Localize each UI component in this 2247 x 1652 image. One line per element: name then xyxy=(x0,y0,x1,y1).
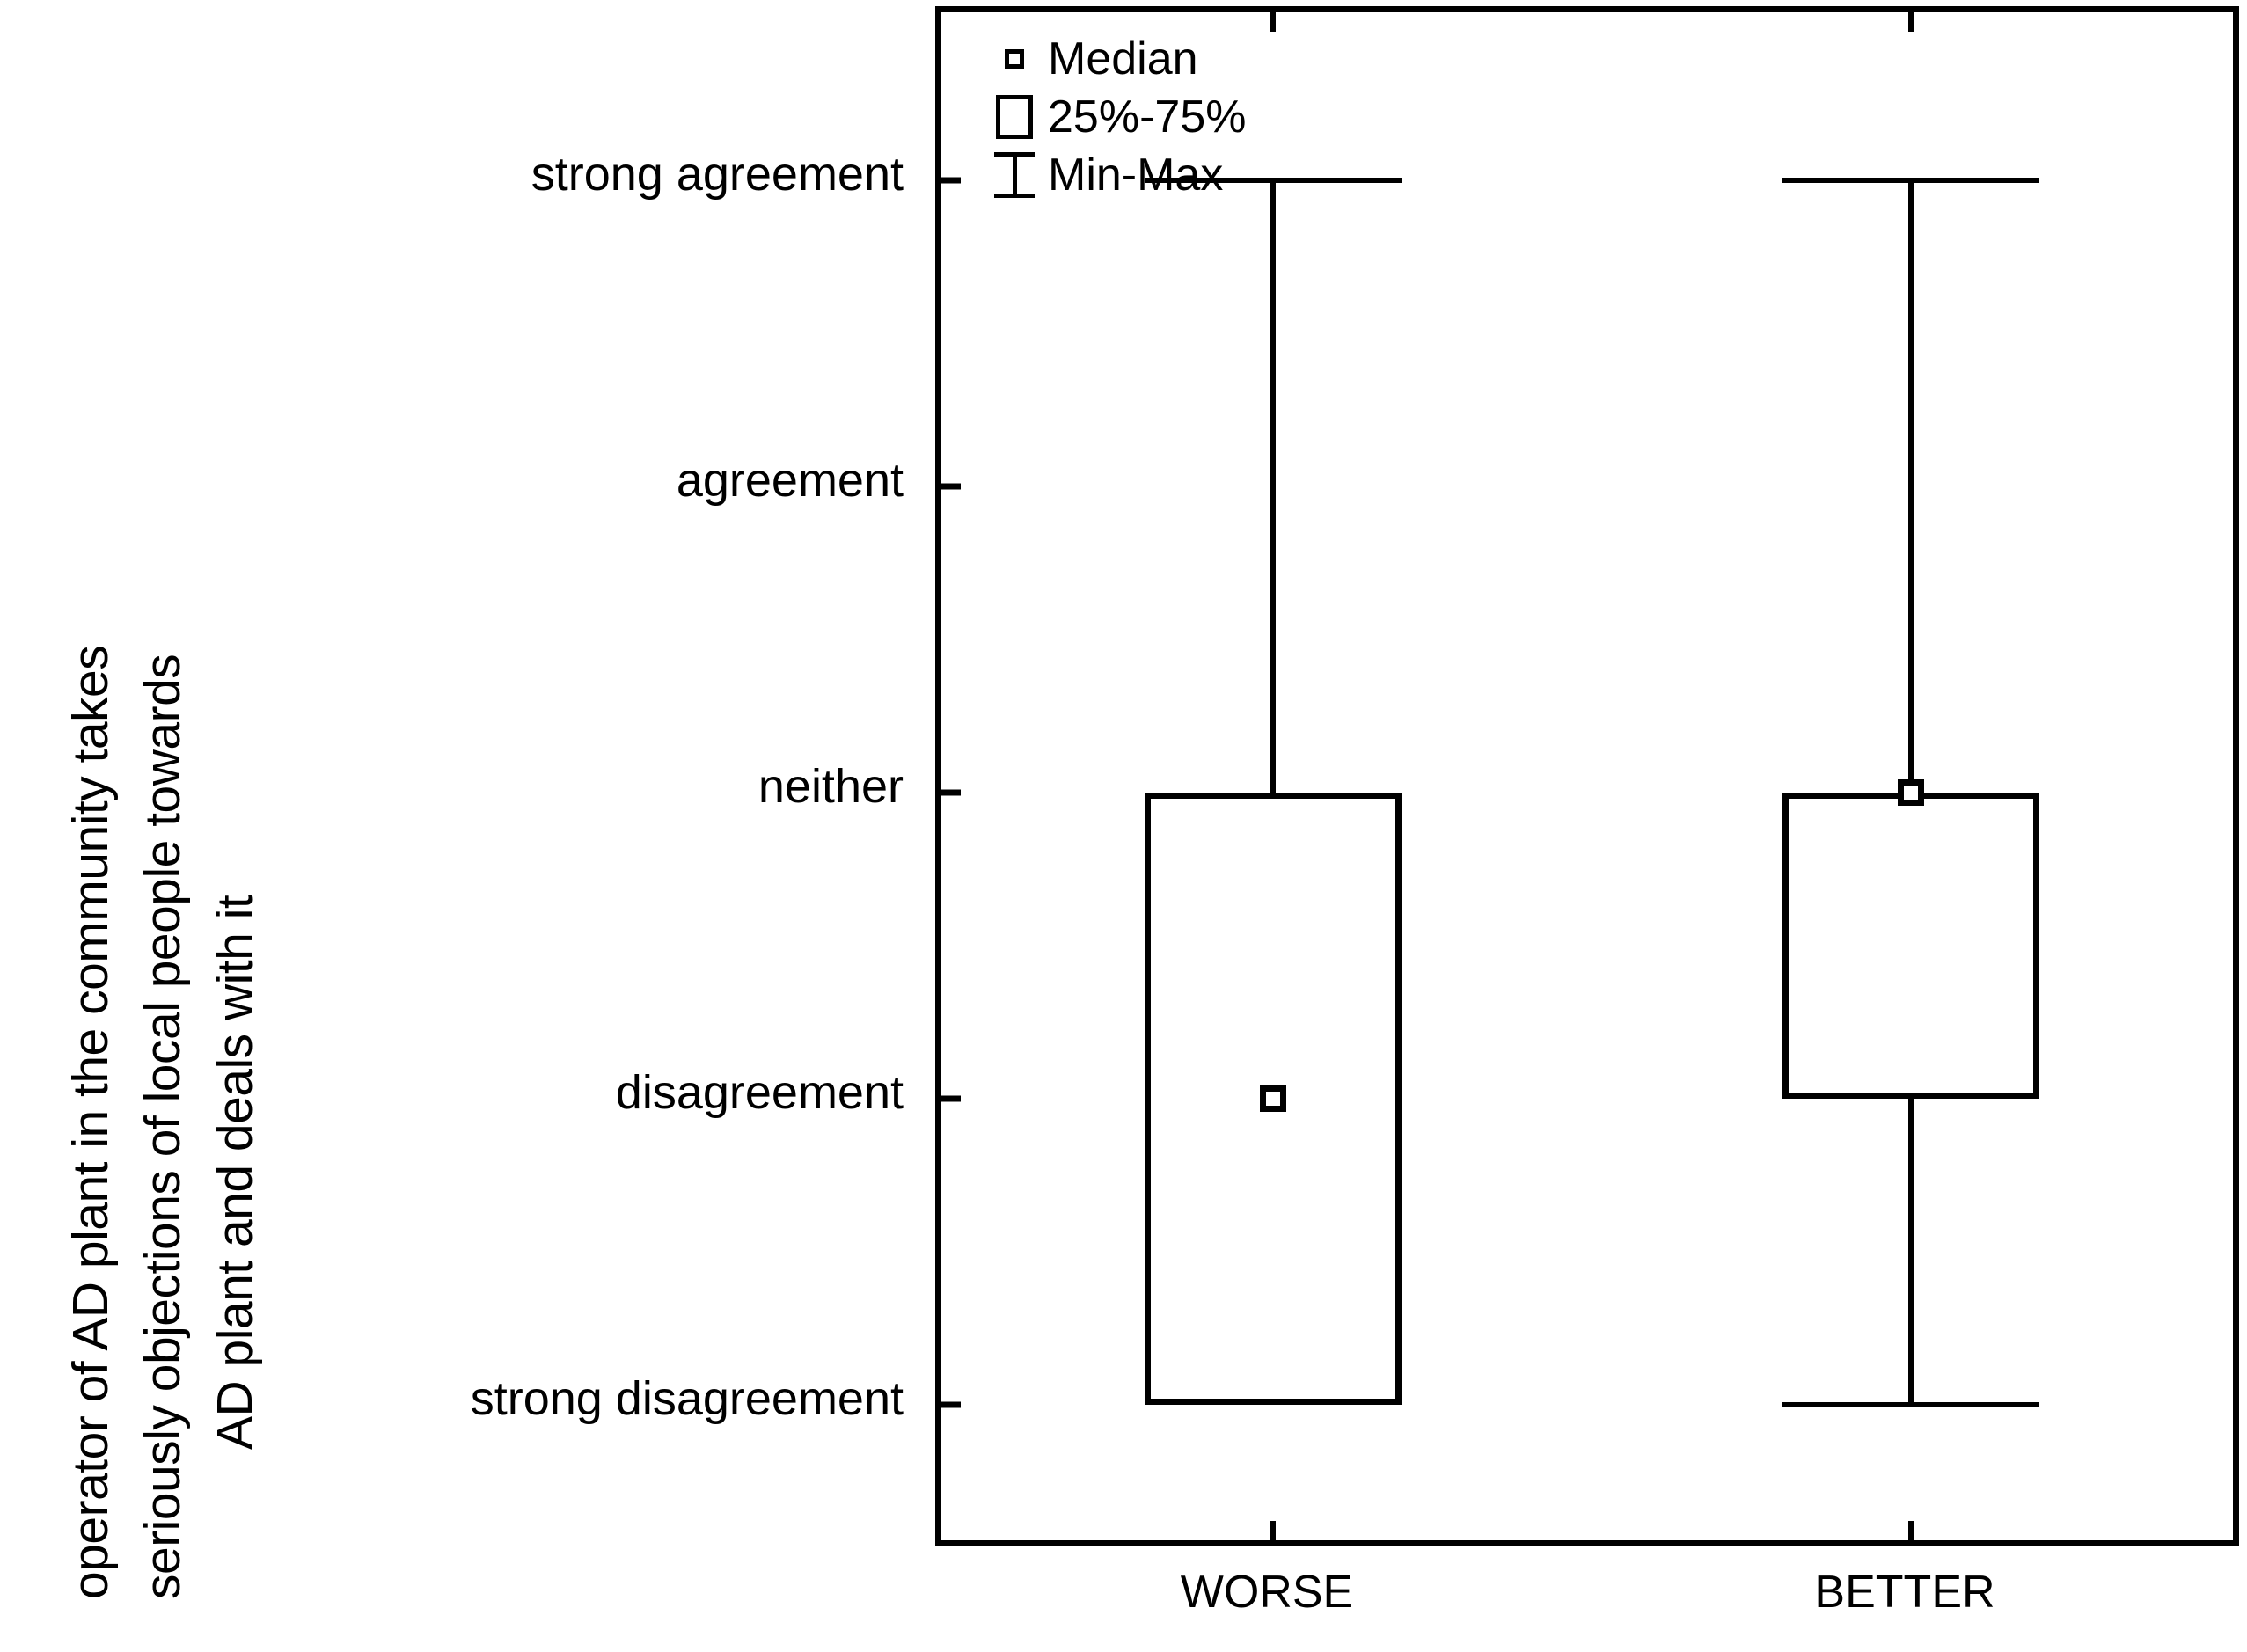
boxplot-better-min-cap xyxy=(1782,1402,2039,1407)
x-tick-mark-top-worse xyxy=(1270,12,1276,32)
y-tick-label-agreement: agreement xyxy=(676,454,904,507)
x-tick-mark-top-better xyxy=(1908,12,1914,32)
legend-iqr-box-icon xyxy=(981,95,1048,139)
y-axis-title-line-3: AD plant and deals with it xyxy=(207,895,263,1450)
legend-label-minmax: Min-Max xyxy=(1048,150,1224,201)
x-tick-label-worse: WORSE xyxy=(1180,1567,1354,1618)
x-tick-mark-bottom-worse xyxy=(1270,1521,1276,1540)
y-tick-label-strong-agreement: strong agreement xyxy=(531,148,904,201)
plot-area: Median 25%-75% Min-Max xyxy=(935,6,2239,1546)
y-tick-label-strong-disagreement: strong disagreement xyxy=(470,1372,904,1425)
legend-minmax-whisker-icon xyxy=(981,152,1048,198)
y-axis-title: operator of AD plant in the community ta… xyxy=(0,0,282,1652)
x-tick-mark-bottom-better xyxy=(1908,1521,1914,1540)
boxplot-better-lower-whisker xyxy=(1908,1099,1914,1405)
y-tick-mark-disagreement xyxy=(941,1095,961,1102)
boxplot-better-max-cap xyxy=(1782,178,2039,183)
plot-inner: Median 25%-75% Min-Max xyxy=(941,12,2233,1540)
boxplot-worse-max-cap xyxy=(1145,178,1402,183)
y-tick-mark-neither xyxy=(941,789,961,796)
y-axis-title-line-1: operator of AD plant in the community ta… xyxy=(62,645,119,1599)
boxplot-worse-upper-whisker xyxy=(1270,180,1276,793)
boxplot-worse-median-marker xyxy=(1260,1085,1286,1112)
chart-legend: Median 25%-75% Min-Max xyxy=(981,30,1350,204)
y-tick-mark-agreement xyxy=(941,483,961,490)
boxplot-better-upper-whisker xyxy=(1908,180,1914,793)
boxplot-better-median-marker xyxy=(1898,779,1924,806)
x-tick-label-better: BETTER xyxy=(1814,1567,1995,1618)
y-axis-tick-labels: strong agreement agreement neither disag… xyxy=(264,0,919,1652)
y-tick-mark-strong-agreement xyxy=(941,177,961,184)
legend-entry-minmax: Min-Max xyxy=(981,146,1350,204)
y-axis-title-line-2: seriously objections of local people tow… xyxy=(135,654,191,1599)
boxplot-worse-iqr-box xyxy=(1145,793,1402,1405)
x-axis-tick-labels: WORSE BETTER xyxy=(935,1566,2239,1645)
y-tick-label-neither: neither xyxy=(758,760,904,813)
y-tick-mark-strong-disagreement xyxy=(941,1401,961,1408)
legend-entry-iqr: 25%-75% xyxy=(981,88,1350,146)
legend-median-square-icon xyxy=(981,49,1048,69)
boxplot-better-iqr-box xyxy=(1782,793,2039,1099)
legend-label-median: Median xyxy=(1048,33,1198,84)
legend-entry-median: Median xyxy=(981,30,1350,88)
legend-label-iqr: 25%-75% xyxy=(1048,91,1247,143)
y-tick-label-disagreement: disagreement xyxy=(615,1066,904,1119)
